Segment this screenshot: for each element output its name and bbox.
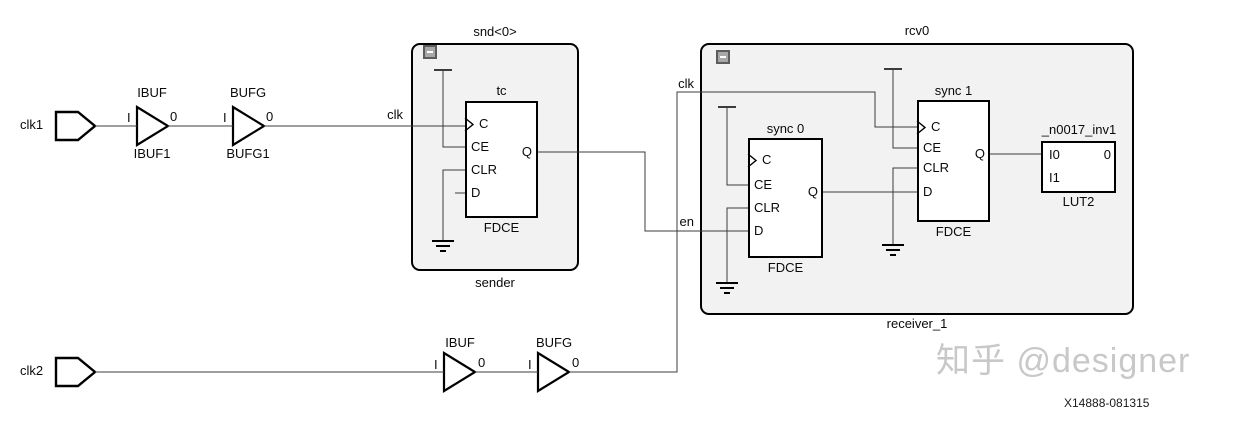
ground-icon: [432, 240, 454, 252]
lut2-pin-i1: I1: [1049, 170, 1060, 185]
bufg2-pin-out-label: 0: [572, 355, 580, 370]
ground-icon: [716, 282, 738, 294]
ff-tc-pin-c: C: [479, 116, 489, 131]
minus-glyph: [427, 51, 433, 53]
ibuf1-pin-out-label: 0: [170, 109, 178, 124]
bufg2-pin-in-label: I: [528, 357, 532, 372]
ibuf2-type-label: IBUF: [445, 335, 475, 350]
bufg1-pin-in-label: I: [223, 110, 227, 125]
clk2-port-shape[interactable]: [54, 356, 97, 388]
sender-caption: sender: [475, 275, 515, 290]
sender-clk-net-label: clk: [387, 107, 403, 122]
clk1-port-label: clk1: [20, 117, 44, 132]
ibuf2-triangle[interactable]: [442, 351, 478, 393]
ff-tc-pin-d: D: [471, 185, 481, 200]
clk2-port-label: clk2: [20, 363, 44, 378]
ff-sync0-pin-q: Q: [807, 184, 818, 199]
ground-icon: [882, 244, 904, 256]
bufg2-type-label: BUFG: [535, 335, 573, 350]
bufg1-triangle[interactable]: [231, 105, 267, 147]
ff-tc-pin-clr: CLR: [471, 162, 498, 177]
ff-sync0-pin-d: D: [754, 223, 764, 238]
ff-sync0-pin-ce: CE: [754, 177, 773, 192]
lut2-type-label: LUT2: [1062, 194, 1095, 209]
clock-wedge-icon: [464, 117, 927, 168]
ibuf1-pin-in-label: I: [127, 110, 131, 125]
ff-sync1-box[interactable]: [917, 100, 990, 222]
sender-title: snd<0>: [473, 24, 517, 39]
ff-tc-inst-label: tc: [496, 83, 507, 98]
sender-clr-ground-wire: [442, 169, 465, 240]
figure-id: X14888-081315: [1064, 396, 1150, 410]
ff-sync1-pin-q: Q: [974, 146, 985, 161]
ff-tc-pin-ce: CE: [471, 139, 490, 154]
ff-sync1-type-label: FDCE: [935, 224, 972, 239]
sender-tie-high-wire: [434, 69, 465, 148]
lut2-pin-i0: I0: [1049, 147, 1060, 162]
collapse-minus-icon[interactable]: [423, 45, 437, 59]
ff-tc-box[interactable]: [465, 101, 538, 218]
lut2-pin-o: 0: [1103, 147, 1111, 162]
clk1-port-shape[interactable]: [54, 110, 97, 142]
sync0-clr-ground-wire: [726, 207, 748, 282]
ff-tc-type-label: FDCE: [483, 220, 520, 235]
receiver-en-net-label: en: [679, 214, 694, 229]
receiver-title: rcv0: [904, 23, 930, 38]
ff-sync1-pin-clr: CLR: [923, 160, 950, 175]
bufg1-inst-label: BUFG1: [226, 146, 270, 161]
minus-glyph: [720, 56, 726, 58]
ff-sync0-pin-clr: CLR: [754, 200, 781, 215]
clk2-net-wires: [95, 91, 917, 373]
receiver-clk-net-label: clk: [678, 76, 694, 91]
ff-sync0-type-label: FDCE: [767, 260, 804, 275]
watermark-text: 知乎 @designer: [936, 342, 1191, 380]
ibuf1-triangle[interactable]: [135, 105, 171, 147]
ff-sync1-inst-label: sync 1: [934, 83, 973, 98]
ibuf2-pin-out-label: 0: [478, 355, 486, 370]
bufg1-pin-out-label: 0: [266, 109, 274, 124]
lut2-inst-label: _n0017_inv1: [1041, 122, 1117, 137]
ibuf1-inst-label: IBUF1: [133, 146, 171, 161]
ff-sync1-pin-d: D: [923, 184, 933, 199]
ff-tc-pin-q: Q: [521, 144, 532, 159]
sync0-tie-high-wire: [718, 106, 748, 186]
collapse-minus-icon[interactable]: [716, 50, 730, 64]
receiver-caption: receiver_1: [886, 316, 948, 331]
sync1-clr-ground-wire: [892, 167, 917, 244]
ff-sync0-pin-c: C: [762, 152, 772, 167]
bufg2-triangle[interactable]: [536, 351, 572, 393]
ibuf2-pin-in-label: I: [434, 357, 438, 372]
ibuf1-type-label: IBUF: [137, 85, 167, 100]
ff-sync0-box[interactable]: [748, 138, 823, 258]
ff-sync0-inst-label: sync 0: [766, 121, 805, 136]
en-net-wire: [538, 151, 748, 232]
bufg1-type-label: BUFG: [229, 85, 267, 100]
ff-sync1-pin-c: C: [931, 119, 941, 134]
lut2-box[interactable]: [1041, 141, 1116, 193]
sync1-tie-high-wire: [884, 68, 917, 149]
ff-sync1-pin-ce: CE: [923, 140, 942, 155]
